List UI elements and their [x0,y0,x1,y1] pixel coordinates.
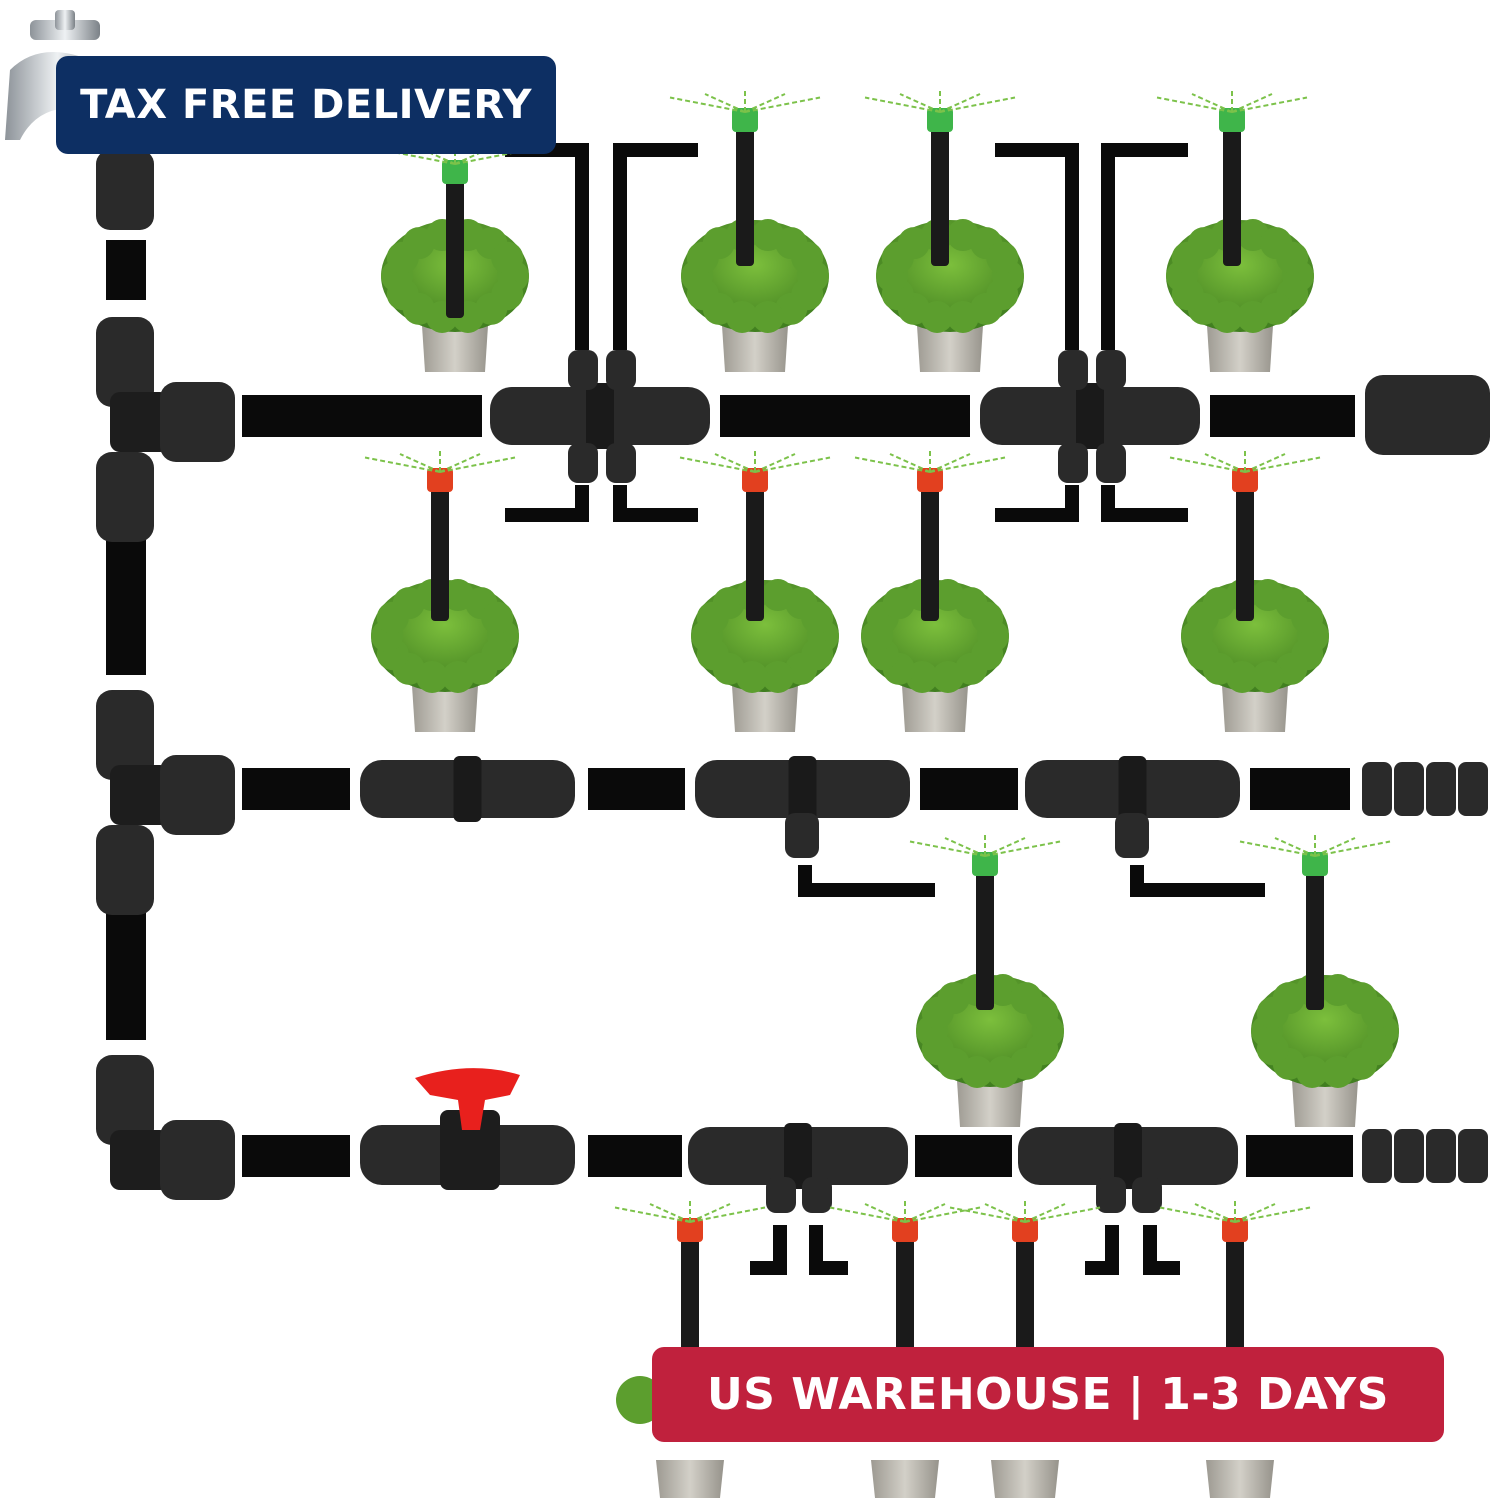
plant-icon [691,579,839,732]
micro-tubing [798,865,935,897]
pot-icon [1206,1460,1274,1498]
micro-tubing [1101,485,1188,522]
plant-icon [1251,974,1399,1127]
tubing-segment [242,768,350,810]
us-warehouse-badge: US WAREHOUSE | 1-3 DAYS [652,1347,1444,1442]
plant-icon [681,219,829,372]
barbed-plug-icon [1362,762,1488,816]
branch-tubing [242,143,1355,1275]
valve-icon [360,1068,575,1190]
tubing-segment [106,905,146,1040]
manifold-connector-icon [490,383,710,449]
outlet-icon [568,443,598,483]
pot-icon [656,1460,724,1498]
straight-connector-icon [360,756,575,822]
fittings-group [96,150,1490,1213]
outlet-icon [606,443,636,483]
plant-icon [916,974,1064,1127]
micro-tubing [1143,1225,1180,1275]
end-cap-icon [1365,375,1490,455]
sprinkler-icon [854,450,1006,621]
sprinkler-icon [1159,1200,1311,1376]
tubing-segment [106,240,146,300]
micro-tubing [613,485,698,522]
tubing-segment [915,1135,1012,1177]
barbed-plug-icon [1362,1129,1488,1183]
sprinklers-group [364,90,1391,1376]
sprinkler-icon [679,450,831,621]
plant-icon [371,579,519,732]
micro-tubing [1085,1225,1119,1275]
sprinkler-icon [829,1200,981,1376]
outlet-icon [1096,350,1126,390]
micro-tubing [750,1225,787,1275]
micro-tubing [1130,865,1265,897]
tubing-segment [720,395,970,437]
outlet-icon [1096,1177,1126,1213]
sprinkler-icon [864,90,1016,266]
tee-connector-icon [96,317,235,542]
pot-icon [871,1460,939,1498]
sprinkler-icon [949,1200,1101,1376]
manifold-connector-icon [1018,1123,1238,1189]
sprinkler-icon [1169,450,1321,621]
tubing-segment [242,1135,350,1177]
outlet-icon [606,350,636,390]
pot-icon [991,1460,1059,1498]
micro-tubing [1101,143,1188,350]
outlet-icon [785,813,819,858]
main-supply-tubing [106,240,146,1040]
outlet-icon [568,350,598,390]
sprinkler-icon [364,450,516,621]
plant-icon [1181,579,1329,732]
tubing-segment [588,1135,682,1177]
outlet-icon [802,1177,832,1213]
tubing-segment [588,768,685,810]
tubing-segment [920,768,1018,810]
outlet-icon [1132,1177,1162,1213]
micro-tubing [995,485,1079,522]
tubing-segment [1210,395,1355,437]
elbow-connector-icon [96,1055,235,1200]
tubing-segment [1246,1135,1353,1177]
tee-connector-icon [96,690,235,915]
outlet-icon [1058,350,1088,390]
sprinkler-icon [669,90,821,266]
tax-free-delivery-badge: TAX FREE DELIVERY [56,56,556,154]
tee-connector-icon [1025,756,1240,822]
sprinkler-icon [909,834,1061,1010]
sprinkler-icon [1156,90,1308,266]
micro-tubing [995,143,1079,350]
sprinkler-icon [1239,834,1391,1010]
outlet-icon [766,1177,796,1213]
sprinkler-icon [614,1200,766,1376]
outlet-icon [1115,813,1149,858]
manifold-connector-icon [980,383,1200,449]
tubing-segment [106,530,146,675]
tee-connector-icon [695,756,910,822]
plant-icon [876,219,1024,372]
sprinkler-icon [379,142,531,318]
tubing-segment [242,395,482,437]
outlet-icon [1096,443,1126,483]
manifold-connector-icon [688,1123,908,1189]
connector-icon [96,150,154,230]
outlet-icon [1058,443,1088,483]
micro-tubing [613,143,698,350]
tubing-segment [1250,768,1350,810]
micro-tubing [505,485,589,522]
micro-tubing [809,1225,848,1275]
